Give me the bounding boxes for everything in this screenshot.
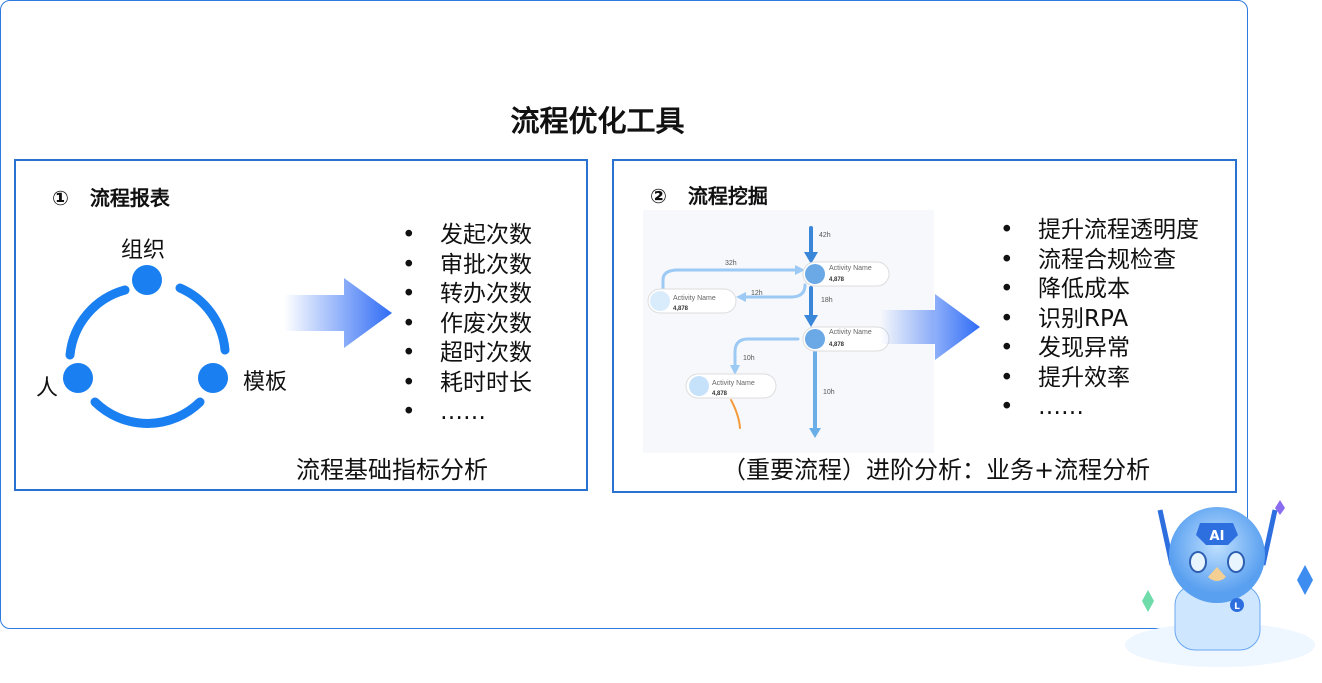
svg-text:L: L — [1234, 602, 1240, 612]
list-item: •…… — [402, 399, 486, 425]
report-heading: ① 流程报表 — [52, 182, 170, 211]
right-arrow-icon — [284, 278, 392, 348]
node-org — [132, 265, 162, 295]
node-template — [198, 363, 228, 393]
list-item: •发现异常 — [1000, 335, 1130, 361]
cycle-arc — [65, 285, 130, 360]
list-item: •…… — [1000, 394, 1084, 420]
svg-text:AI: AI — [1210, 529, 1225, 544]
edge-label: 42h — [819, 232, 831, 239]
mining-heading: ② 流程挖掘 — [650, 180, 768, 209]
list-item: •提升效率 — [1000, 364, 1130, 391]
svg-text:4,878: 4,878 — [712, 391, 728, 397]
node-label-template: 模板 — [243, 370, 288, 395]
section-number: ① — [52, 186, 69, 210]
list-item: •降低成本 — [1000, 276, 1130, 302]
report-panel — [14, 159, 588, 491]
activity-node: Activity Name 4,878 — [802, 326, 890, 352]
list-item: •审批次数 — [402, 251, 532, 278]
org-cycle-diagram — [63, 265, 230, 428]
activity-node: Activity Name 4,878 — [647, 288, 737, 314]
node-label-person: 人 — [36, 376, 59, 401]
list-item: •识别RPA — [1000, 305, 1129, 332]
list-item: •超时次数 — [402, 340, 532, 366]
report-footer: 流程基础指标分析 — [296, 456, 488, 484]
edge-label: 12h — [751, 290, 763, 297]
cycle-arc — [175, 283, 230, 355]
list-item: •流程合规检查 — [1000, 246, 1176, 273]
cycle-arc — [90, 397, 205, 428]
svg-text:Activity Name: Activity Name — [829, 265, 872, 272]
report-metrics-list: •发起次数 •审批次数 •转办次数 •作废次数 •超时次数 •耗时时长 •…… — [402, 221, 532, 428]
svg-text:Activity Name: Activity Name — [673, 295, 716, 302]
list-item: •发起次数 — [402, 222, 532, 248]
svg-text:4,878: 4,878 — [829, 342, 845, 348]
activity-node: Activity Name 4,878 — [802, 261, 890, 287]
activity-node: Activity Name 4,878 — [685, 373, 777, 399]
list-item: •转办次数 — [402, 281, 532, 307]
slide-frame — [0, 0, 1248, 629]
section-number: ② — [650, 184, 667, 208]
list-item: •作废次数 — [402, 310, 532, 337]
edge-label: 10h — [743, 355, 755, 362]
list-item: •耗时时长 — [402, 369, 532, 396]
svg-text:4,878: 4,878 — [829, 277, 845, 283]
mining-panel — [612, 159, 1237, 493]
edge-label: 18h — [821, 297, 833, 304]
svg-text:4,878: 4,878 — [673, 306, 689, 312]
node-label-org: 组织 — [121, 238, 166, 263]
section-title: 流程挖掘 — [687, 184, 768, 208]
edge-label: 32h — [725, 260, 737, 267]
right-arrow-icon — [880, 294, 980, 360]
mining-footer: （重要流程）进阶分析：业务+流程分析 — [722, 456, 1151, 484]
list-item: •提升流程透明度 — [1000, 217, 1199, 243]
ai-robot-mascot: AI L — [1125, 500, 1315, 667]
svg-text:Activity Name: Activity Name — [829, 329, 872, 336]
section-title: 流程报表 — [89, 186, 170, 210]
node-person — [63, 363, 93, 393]
page-title: 流程优化工具 — [510, 104, 685, 138]
svg-text:Activity Name: Activity Name — [712, 380, 755, 387]
mining-benefits-list: •提升流程透明度 •流程合规检查 •降低成本 •识别RPA •发现异常 •提升效… — [1000, 216, 1199, 423]
edge-label: 10h — [823, 389, 835, 396]
